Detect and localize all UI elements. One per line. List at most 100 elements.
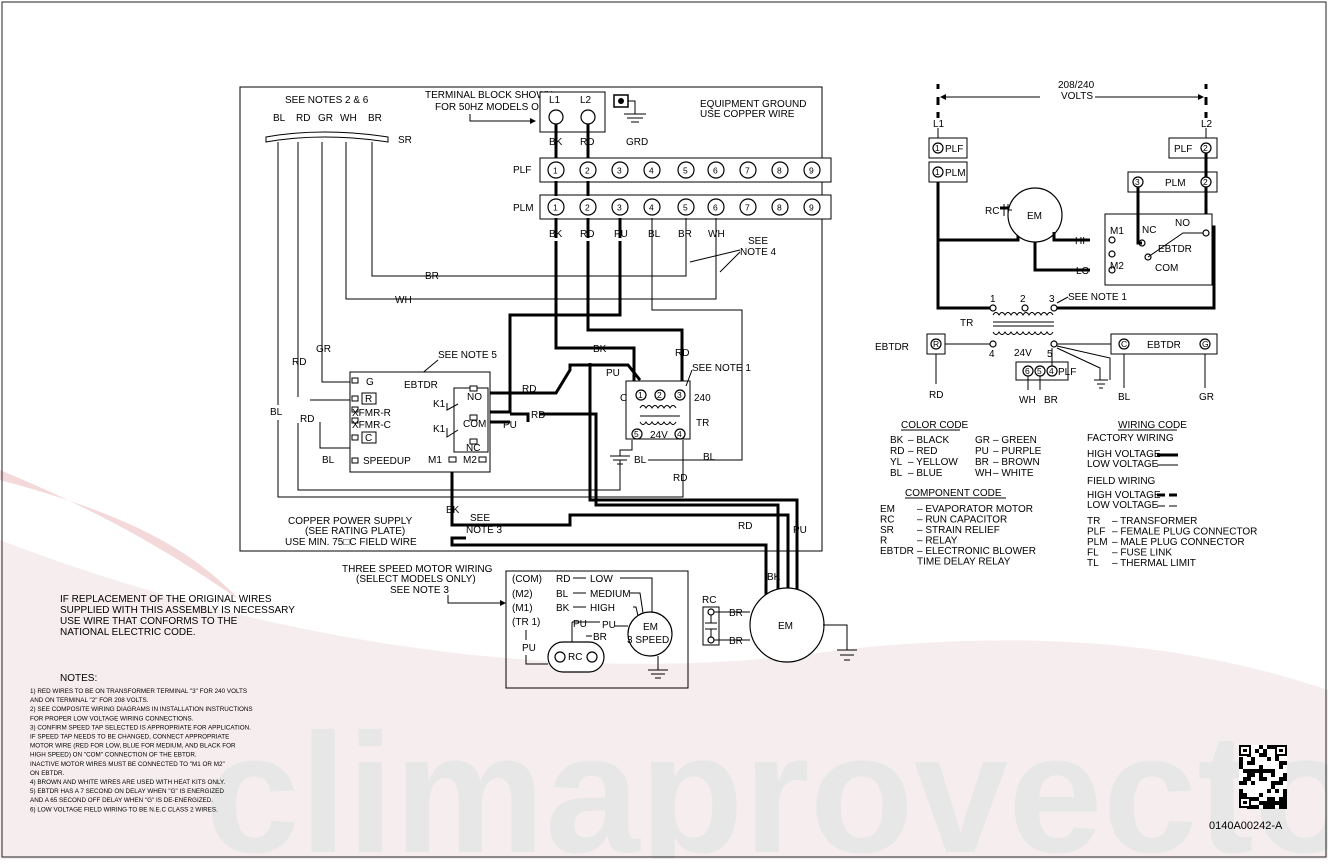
terminal — [469, 438, 478, 445]
tr-term-label: 1 — [990, 294, 996, 305]
relay-contact — [446, 403, 459, 411]
plm-label: PLM — [945, 168, 966, 179]
three-speed-motor — [627, 611, 673, 657]
qr-module — [1263, 801, 1267, 805]
comp-name: – STRAIN RELIEF — [917, 525, 1000, 536]
qr-module — [1279, 781, 1283, 785]
three-speed-title: (SELECT MODELS ONLY) — [356, 574, 476, 585]
wire-label: WH — [1019, 395, 1036, 406]
qr-module — [1255, 797, 1259, 801]
wire-label: BL — [270, 407, 283, 418]
connector-pin-label: 3 — [617, 203, 622, 213]
ts-br: BR — [593, 632, 607, 643]
qr-module — [1271, 745, 1275, 749]
terminal — [351, 457, 359, 464]
note-line: INACTIVE MOTOR WIRES MUST BE CONNECTED T… — [30, 761, 225, 768]
watermark-swoosh — [0, 540, 1328, 859]
qr-module — [1267, 789, 1271, 793]
qr-module — [1251, 761, 1255, 765]
qr-module — [1271, 805, 1275, 809]
comp-abbr: EM — [880, 504, 895, 515]
pin-label: 6 — [1025, 366, 1030, 376]
pu-wire — [490, 218, 622, 414]
connector-pin-label: 5 — [683, 166, 688, 176]
strain-relief — [265, 131, 389, 143]
qr-module — [1259, 765, 1263, 769]
grd-label: GRD — [626, 137, 648, 148]
qr-module — [1275, 789, 1279, 793]
note-line: 3) CONFIRM SPEED TAP SELECTED IS APPROPR… — [30, 724, 251, 731]
see-notes-2-6: SEE NOTES 2 & 6 — [285, 95, 369, 106]
qr-module — [1251, 773, 1255, 777]
g-label: G — [1202, 339, 1209, 349]
comp-name: – ELECTRONIC BLOWER — [917, 546, 1036, 557]
see-note-4: NOTE 4 — [740, 247, 777, 258]
note-line: 5) EBTDR HAS A 7 SECOND ON DELAY WHEN "G… — [30, 788, 224, 795]
wire-label: PU — [793, 525, 807, 536]
qr-finder — [1243, 749, 1247, 752]
c-label: C — [1121, 339, 1127, 349]
term — [1050, 304, 1058, 312]
qr-module — [1259, 753, 1263, 757]
ebtdr-term: C — [365, 433, 372, 444]
qr-module — [1251, 805, 1255, 809]
wire-label: RD — [522, 384, 536, 395]
note-line: HIGH SPEED) ON "COM" CONNECTION OF THE E… — [30, 752, 197, 759]
watermark-text: climaprovecto — [205, 699, 1328, 859]
see-note-3: SEE — [470, 513, 490, 524]
wire-label: RD — [675, 348, 689, 359]
capacitor-icon — [1003, 204, 1012, 216]
see-note-5: SEE NOTE 5 — [438, 350, 497, 361]
qr-module — [1239, 761, 1243, 765]
m2-label: M2 — [1110, 261, 1124, 272]
sr-label: SR — [398, 135, 412, 146]
ground-wire — [628, 100, 636, 114]
color-abbr: RD — [890, 446, 904, 457]
qr-module — [1271, 801, 1275, 805]
connector-pin-label: 8 — [777, 203, 782, 213]
cap-term — [707, 636, 715, 644]
qr-module — [1259, 793, 1263, 797]
color-code-title: COLOR CODE — [901, 420, 969, 431]
tr-c-label: C — [620, 393, 627, 404]
connector-pin-label: 5 — [683, 203, 688, 213]
capacitor-icon — [705, 612, 717, 640]
tr-term — [635, 389, 647, 401]
replacement-note: IF REPLACEMENT OF THE ORIGINAL WIRES — [60, 594, 272, 605]
ts-pu: PU — [522, 643, 536, 654]
connector-pin-label: 2 — [585, 203, 590, 213]
term — [1199, 338, 1211, 350]
com-label: COM — [1155, 263, 1178, 274]
wire-label: RD — [673, 473, 687, 484]
qr-module — [1263, 749, 1267, 753]
dash — [573, 577, 586, 608]
main-diagram-frame — [239, 86, 823, 552]
part-name: – TRANSFORMER — [1112, 516, 1197, 527]
wire — [937, 128, 1207, 140]
ebtdr-label: EBTDR — [404, 380, 438, 391]
pu-wire — [525, 630, 548, 665]
connector-pin — [803, 198, 821, 216]
see-note-1: SEE NOTE 1 — [692, 363, 751, 374]
color-name: – BLACK — [908, 435, 949, 446]
wire-label: BR — [425, 271, 439, 282]
bl-wire — [277, 142, 684, 498]
ebtdr-label: EBTDR — [1147, 340, 1181, 351]
equip-ground-note: EQUIPMENT GROUND — [700, 99, 807, 110]
transformer-coil — [639, 405, 680, 425]
rd-wire — [490, 363, 642, 395]
wire-label: BR — [678, 229, 692, 240]
high-voltage-wire — [554, 124, 590, 160]
qr-finder — [1279, 749, 1283, 752]
three-speed-title: THREE SPEED MOTOR WIRING — [342, 564, 493, 575]
replacement-note: SUPPLIED WITH THIS ASSEMBLY IS NECESSARY — [60, 605, 295, 616]
qr-module — [1267, 745, 1271, 749]
leader — [1056, 296, 1069, 304]
ladder-l1: L1 — [933, 119, 945, 130]
tr-term — [674, 428, 686, 440]
note-line: 1) RED WIRES TO BE ON TRANSFORMER TERMIN… — [30, 688, 247, 695]
sr-wire-label: RD — [296, 113, 310, 124]
terminal — [351, 377, 359, 384]
term — [1118, 338, 1130, 350]
term — [1202, 229, 1210, 237]
